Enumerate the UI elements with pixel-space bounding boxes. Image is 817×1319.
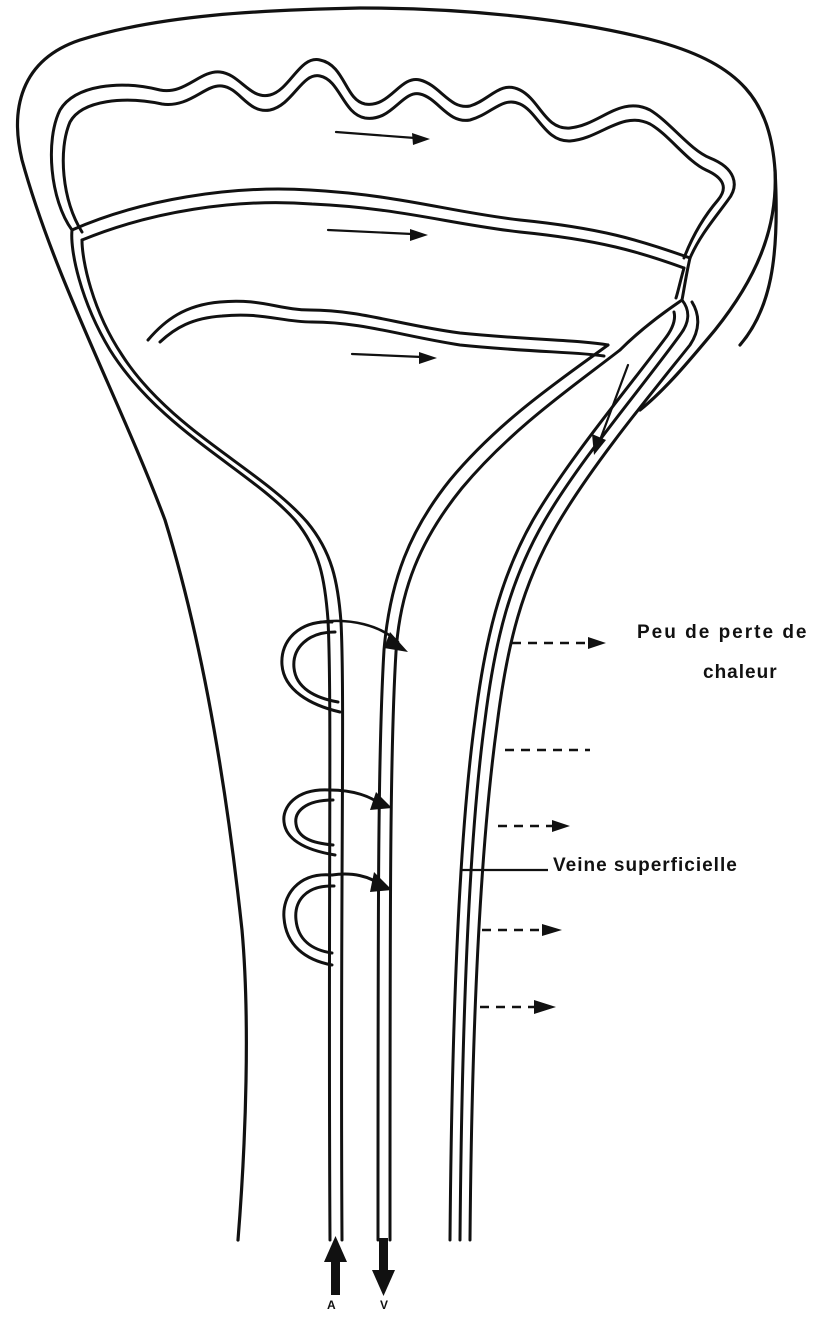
top-loop-vessel-outer	[51, 60, 734, 258]
middle-transverse-vessel-top	[72, 189, 690, 258]
vein-label: V	[380, 1298, 388, 1312]
lower-transverse-vessel-bottom	[160, 315, 604, 356]
lower-transverse-vessel-top	[148, 301, 608, 345]
flow-arrows	[328, 132, 628, 455]
artery-left-wall	[72, 230, 330, 1240]
artery-arrow-up	[324, 1236, 347, 1295]
superficial-vein-outer	[460, 300, 688, 1240]
middle-transverse-vessel-bottom	[82, 203, 684, 268]
superficial-vein-label: Veine superficielle	[553, 855, 738, 877]
vein-right-wall	[390, 350, 620, 1240]
vein-left-wall	[378, 345, 608, 1240]
vein-arrow-down	[372, 1238, 395, 1296]
heat-loss-arrows	[480, 637, 606, 1014]
heat-loss-label-line1: Peu de perte de	[637, 622, 809, 644]
top-loop-vessel-inner	[63, 76, 723, 258]
artery-label: A	[327, 1298, 336, 1312]
heat-loss-label-line2: chaleur	[703, 662, 778, 684]
artery-right-wall	[82, 240, 343, 1240]
superficial-vein-inner	[450, 312, 675, 1240]
